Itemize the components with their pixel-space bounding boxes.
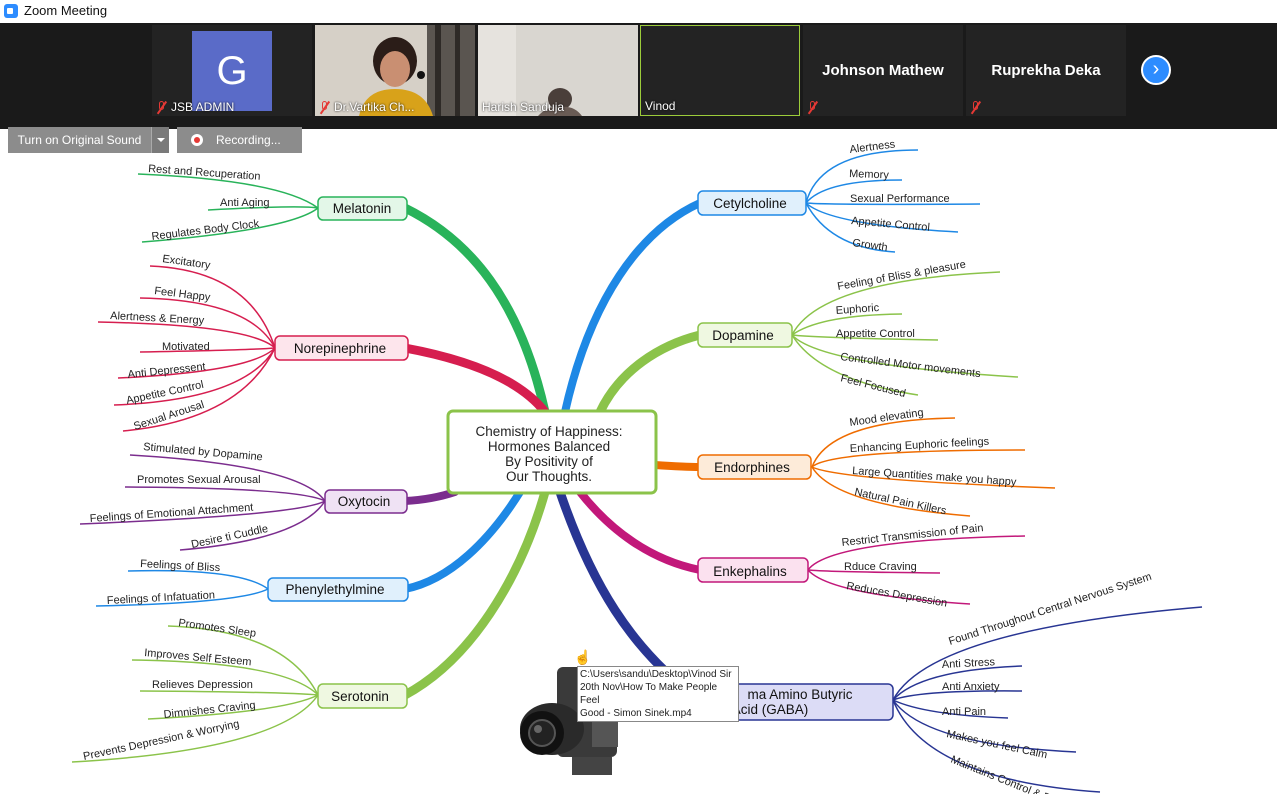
title-bar: Zoom Meeting — [0, 0, 1277, 24]
topic-gaba-line: Acid (GABA) — [732, 702, 809, 717]
center-line: Hormones Balanced — [488, 439, 610, 454]
participant-display-name: Ruprekha Deka — [966, 62, 1126, 79]
leaf-label: Anti Aging — [220, 197, 270, 209]
window-title: Zoom Meeting — [24, 3, 107, 18]
participant-tile-ruprekha[interactable]: Ruprekha Deka — [966, 25, 1126, 116]
participant-tile-harish[interactable]: Harish Sanduja — [478, 25, 638, 116]
recording-indicator-button[interactable]: Recording... — [177, 127, 302, 153]
original-sound-button[interactable]: Turn on Original Sound — [8, 127, 151, 153]
original-sound-dropdown-chevron-down-icon[interactable] — [151, 127, 169, 153]
hand-cursor-icon: ☝ — [574, 649, 591, 666]
topic-phenylethylmine: Phenylethylmine — [285, 582, 384, 597]
recording-label: Recording... — [216, 127, 281, 153]
leaf-label: Rduce Craving — [844, 561, 917, 573]
topic-enkephalins: Enkephalins — [713, 564, 787, 579]
mic-muted-icon — [319, 101, 331, 114]
center-line: Chemistry of Happiness: — [475, 424, 622, 439]
record-icon — [191, 134, 203, 146]
participant-name: JSB ADMIN — [171, 100, 234, 114]
topic-serotonin: Serotonin — [331, 689, 389, 704]
tooltip-line: 20th Nov\How To Make People Feel — [580, 681, 736, 707]
leaf-label: Relieves Depression — [152, 679, 253, 691]
leaf-label: Promotes Sexual Arousal — [137, 474, 261, 486]
center-line: By Positivity of — [505, 454, 593, 469]
topic-norepinephrine: Norepinephrine — [294, 341, 386, 356]
participant-name: Dr.Vartika Ch... — [334, 100, 414, 114]
tooltip-line: Good - Simon Sinek.mp4 — [580, 707, 736, 720]
leaf-label: Anti Anxiety — [942, 681, 1000, 693]
participant-tile-vartika[interactable]: Dr.Vartika Ch... — [315, 25, 475, 116]
topic-endorphines: Endorphines — [714, 460, 790, 475]
topic-melatonin: Melatonin — [333, 201, 392, 216]
participant-name: Harish Sanduja — [482, 100, 564, 114]
tooltip-line: C:\Users\sandu\Desktop\Vinod Sir — [580, 668, 736, 681]
topic-cetylcholine: Cetylcholine — [713, 196, 787, 211]
topic-dopamine: Dopamine — [712, 328, 774, 343]
leaf-label: Appetite Control — [836, 328, 915, 340]
file-path-tooltip: C:\Users\sandu\Desktop\Vinod Sir 20th No… — [577, 666, 739, 722]
mic-muted-icon — [807, 101, 819, 114]
center-line: Our Thoughts. — [506, 469, 592, 484]
participant-tile-jsb-admin[interactable]: G JSB ADMIN — [152, 25, 312, 116]
leaf-label: Motivated — [162, 341, 210, 353]
mic-muted-icon — [156, 101, 168, 114]
participant-strip: G JSB ADMIN Dr.Vartika Ch... Harish Sand… — [0, 23, 1277, 129]
leaf-label: Memory — [849, 168, 890, 181]
zoom-app-icon — [4, 4, 18, 18]
participant-display-name: Johnson Mathew — [803, 62, 963, 79]
next-page-chevron-icon[interactable]: › — [1141, 55, 1171, 85]
avatar: G — [192, 31, 272, 111]
mic-muted-icon — [970, 101, 982, 114]
participant-tile-vinod[interactable]: Vinod — [640, 25, 800, 116]
leaf-label: Sexual Performance — [850, 193, 950, 205]
topic-oxytocin: Oxytocin — [338, 494, 391, 509]
participant-tile-johnson[interactable]: Johnson Mathew — [803, 25, 963, 116]
participant-name: Vinod — [645, 99, 675, 113]
leaf-label: Anti Pain — [942, 706, 986, 718]
topic-gaba-line: ma Amino Butyric — [747, 687, 852, 702]
